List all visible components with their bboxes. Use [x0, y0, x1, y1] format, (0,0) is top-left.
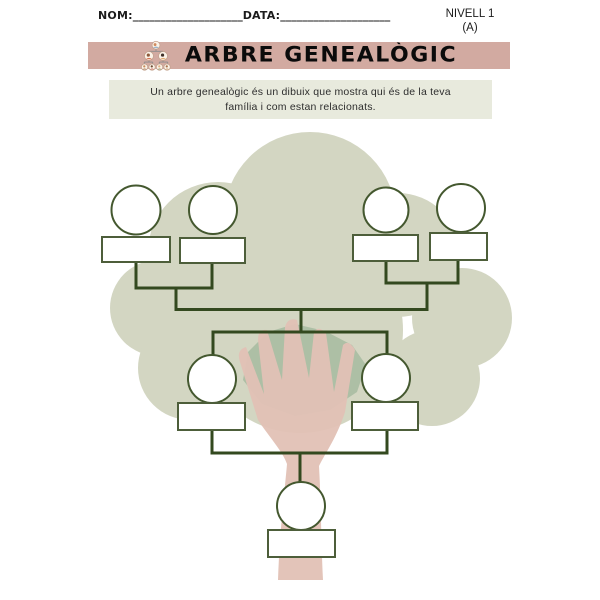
child-photo-circle[interactable]: [276, 481, 326, 531]
date-blank-line[interactable]: ____________________: [280, 9, 391, 22]
grandparent-3-photo-circle[interactable]: [362, 186, 410, 234]
instruction-box: Un arbre genealògic és un dibuix que mos…: [109, 80, 492, 119]
family-tree-icon: [140, 40, 171, 71]
parents-top-bracket: [211, 330, 389, 356]
level-badge: NIVELL 1 (A): [438, 7, 502, 35]
parent-2-photo-circle[interactable]: [361, 353, 411, 403]
hand-trunk: [238, 319, 355, 580]
parent-1-name-box[interactable]: [177, 402, 246, 431]
grandparent-3-name-box[interactable]: [352, 234, 419, 262]
grandparents-right-couple-connector: [384, 260, 460, 285]
grandparent-2-photo-circle[interactable]: [188, 185, 238, 235]
level-text: NIVELL 1: [445, 8, 495, 20]
grandparent-4-name-box[interactable]: [429, 232, 488, 261]
grandparent-4-photo-circle[interactable]: [436, 183, 486, 233]
level-variant: (A): [462, 22, 478, 34]
tree-connectors: [134, 260, 460, 484]
name-label: NOM:: [98, 9, 133, 22]
grandparents-left-couple-connector: [134, 261, 214, 290]
tree-nodes: [101, 183, 488, 558]
instruction-line-2: família i com estan relacionats.: [225, 100, 376, 113]
grandparent-1-photo-circle[interactable]: [110, 184, 162, 236]
grandparent-2-name-box[interactable]: [179, 237, 246, 264]
instruction-line-1: Un arbre genealògic és un dibuix que mos…: [150, 85, 451, 98]
title-bar: ARBRE GENEALÒGIC: [88, 40, 510, 71]
page-title: ARBRE GENEALÒGIC: [184, 43, 458, 68]
grandparent-1-name-box[interactable]: [101, 236, 171, 263]
parent-1-photo-circle[interactable]: [187, 354, 237, 404]
name-blank-line[interactable]: ____________________: [132, 9, 243, 22]
child-name-box[interactable]: [267, 529, 336, 558]
parent-2-name-box[interactable]: [351, 401, 419, 431]
date-label: DATA:: [242, 9, 281, 22]
name-date-row: NOM:____________________DATA:___________…: [98, 9, 458, 22]
